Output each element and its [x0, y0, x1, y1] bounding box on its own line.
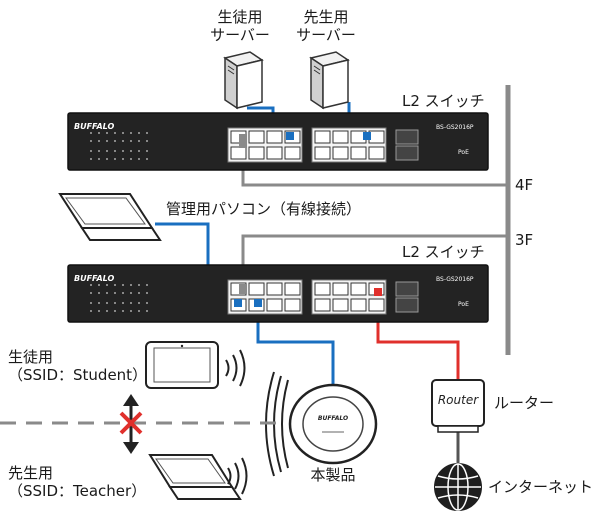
- blocked-communication-icon: [119, 394, 143, 454]
- bottom-switch-model: BS-GS2016P: [436, 276, 474, 283]
- top-switch-leds: [90, 132, 148, 160]
- internet-label: インターネット: [488, 478, 594, 496]
- admin-laptop-icon: [58, 193, 162, 241]
- access-point-icon: BUFFALO: [288, 383, 378, 465]
- router-icon: Router: [431, 379, 485, 433]
- top-switch-brand: BUFFALO: [74, 122, 114, 131]
- internet-globe-icon: [434, 463, 482, 511]
- teacher-server-label-line2: サーバー: [296, 26, 356, 44]
- ap-plug: [254, 299, 262, 307]
- floor-3f-label: 3F: [515, 231, 534, 249]
- student-tablet-icon: [145, 341, 219, 389]
- top-switch-sfp: [395, 129, 419, 161]
- student-server-icon: [223, 51, 264, 110]
- bottom-switch-brand: BUFFALO: [74, 274, 114, 283]
- teacher-server-plug: [363, 132, 371, 140]
- top-switch-label: L2 スイッチ: [402, 92, 485, 110]
- bottom-switch-leds: [90, 284, 148, 312]
- router-plug: [374, 288, 382, 296]
- admin-pc-label: 管理用パソコン（有線接続）: [166, 200, 362, 218]
- student-server-label: 生徒用 サーバー: [205, 8, 275, 44]
- student-label-line1: 生徒用: [8, 348, 54, 366]
- student-label: 生徒用 （SSID：Student）: [8, 348, 147, 384]
- teacher-label: 先生用 （SSID：Teacher）: [8, 464, 146, 500]
- admin-pc-plug: [234, 299, 242, 307]
- bottom-switch-label: L2 スイッチ: [402, 243, 485, 261]
- bottom-switch-sfp: [395, 281, 419, 313]
- student-server-label-line1: 生徒用: [217, 8, 263, 26]
- top-uplink-plug: [239, 134, 247, 148]
- student-server-plug: [286, 132, 294, 140]
- router-device-text: Router: [438, 393, 479, 407]
- top-switch-model: BS-GS2016P: [436, 124, 474, 131]
- bottom-switch-ports-b: [311, 279, 387, 315]
- student-server-label-line2: サーバー: [210, 26, 270, 44]
- teacher-server-label: 先生用 サーバー: [291, 8, 361, 44]
- teacher-label-line1: 先生用: [8, 464, 54, 482]
- teacher-laptop-icon: [148, 454, 242, 500]
- router-label: ルーター: [494, 394, 555, 412]
- top-switch: BUFFALO BS-GS2016P PoE: [67, 112, 489, 171]
- bottom-switch-poe: PoE: [458, 301, 469, 308]
- top-switch-ports-b: [311, 127, 387, 163]
- student-wifi-waves-icon: [225, 349, 246, 387]
- access-point-brand: BUFFALO: [318, 415, 348, 422]
- floor-4f-label: 4F: [515, 176, 534, 194]
- top-switch-poe: PoE: [458, 149, 469, 156]
- teacher-server-icon: [309, 51, 350, 110]
- bottom-switch: BUFFALO BS-GS2016P PoE: [67, 264, 489, 323]
- teacher-wifi-waves-icon: [227, 457, 248, 495]
- teacher-server-label-line1: 先生用: [303, 8, 349, 26]
- teacher-label-line2: （SSID：Teacher）: [8, 482, 147, 500]
- student-label-line2: （SSID：Student）: [8, 366, 148, 384]
- bottom-uplink-plug: [239, 284, 247, 294]
- access-point-label: 本製品: [310, 466, 356, 484]
